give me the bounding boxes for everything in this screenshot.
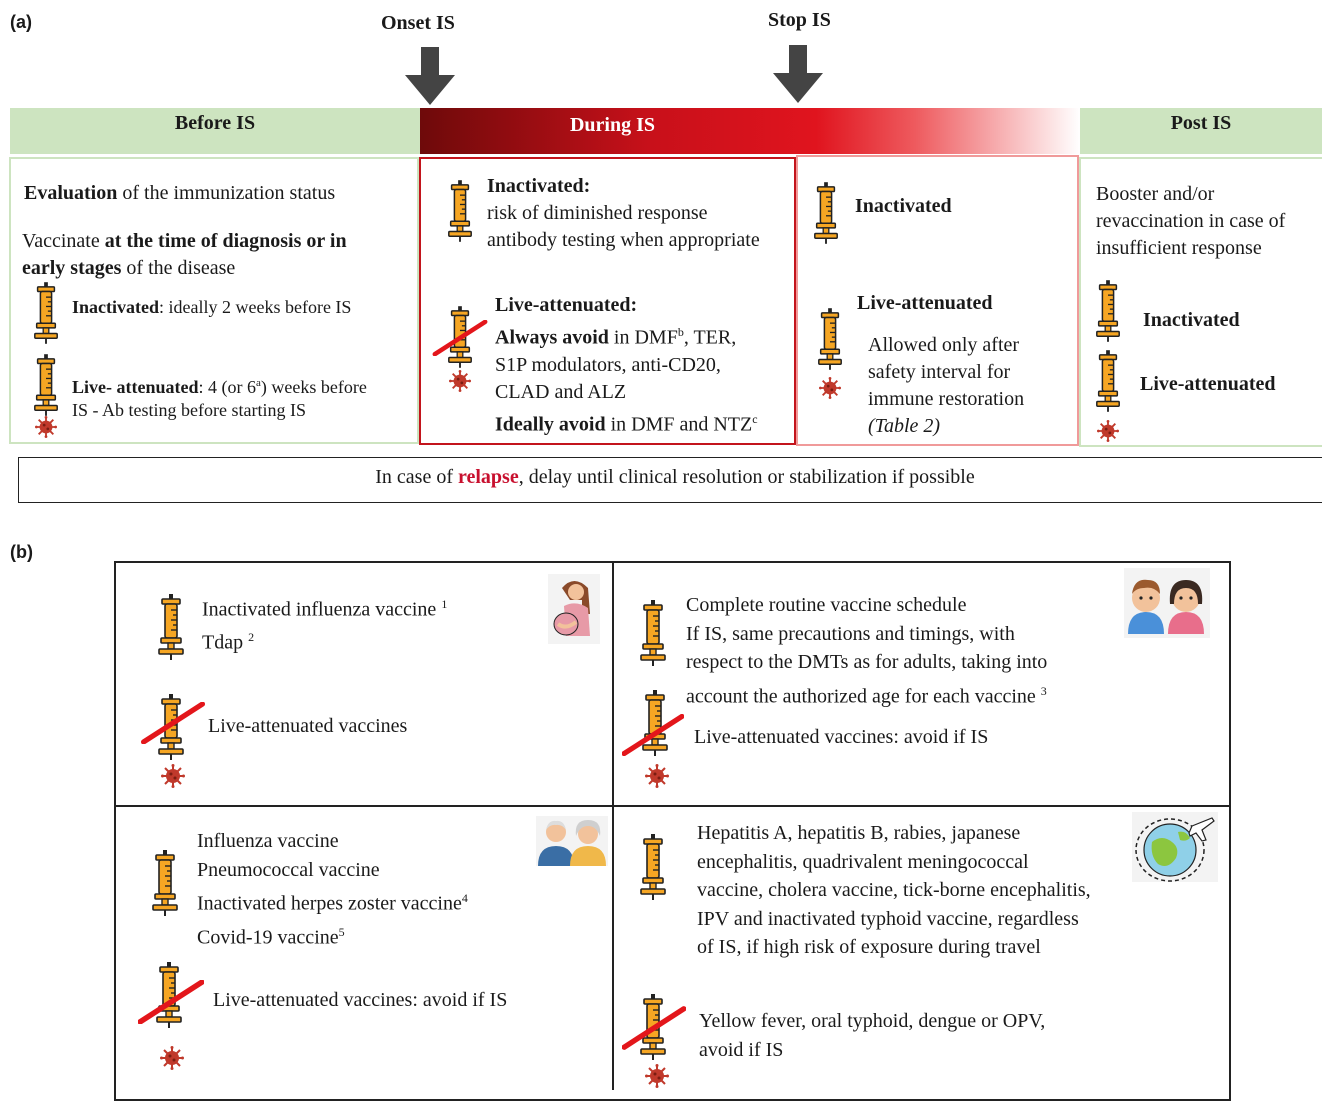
phase-during-label: During IS [569,114,656,136]
panel-a-label: (a) [10,12,32,32]
onset-arrow-icon [405,47,455,107]
cross-out-icon [138,980,204,1024]
syringe-icon [446,180,474,242]
grid-vertical-divider [612,562,614,1090]
cross-out-icon [430,320,490,356]
virus-icon [35,416,57,438]
virus-icon [161,764,185,788]
children-schedule-text: Complete routine vaccine schedule If IS,… [686,594,1048,708]
post-is-box [1079,157,1322,447]
stop-is-label: Stop IS [768,9,831,31]
syringe-icon [156,590,186,664]
virus-icon [645,1064,669,1088]
after-stop-box [796,155,1079,446]
children-icon [1124,568,1210,638]
virus-icon [449,370,471,392]
during-inactivated-text: Inactivated: risk of diminished response… [487,175,760,251]
elderly-live-text: Live-attenuated vaccines: avoid if IS [213,989,508,1011]
stop-live-label: Live-attenuated [857,292,993,314]
travel-live-text: Yellow fever, oral typhoid, dengue or OP… [699,1010,1046,1061]
syringe-icon [1094,280,1122,342]
post-live-label: Live-attenuated [1140,373,1276,395]
post-booster-text: Booster and/or revaccination in case of … [1096,183,1286,259]
travel-vaccines-text: Hepatitis A, hepatitis B, rabies, japane… [697,822,1091,958]
cross-out-icon [622,714,684,756]
elderly-couple-icon [536,816,608,866]
during-live-text: Live-attenuated: Always avoid in DMFb, T… [495,294,758,436]
syringe-icon [812,182,840,244]
syringe-icon [638,596,668,670]
syringe-icon [32,282,60,344]
syringe-icon [32,354,60,416]
evaluation-text: Evaluation of the immunization status [24,182,336,204]
cross-out-icon [622,1006,686,1050]
phase-post: Post IS [1080,108,1322,154]
syringe-icon [816,308,844,370]
vaccinate-text-line2: early stages of the disease [22,257,236,279]
grid-horizontal-divider [115,805,1229,807]
phase-before: Before IS [10,108,420,154]
phase-before-label: Before IS [174,112,256,134]
syringe-icon [150,846,180,920]
phase-during-gradient [420,108,1080,154]
phase-post-label: Post IS [1170,112,1232,134]
before-live-text: Live- attenuated: 4 (or 6a) weeks before… [72,377,367,420]
cross-out-icon [140,702,206,744]
elderly-vaccines-text: Influenza vaccine Pneumococcal vaccine I… [197,830,468,949]
before-is-box [9,157,419,444]
relapse-text: In case of relapse, delay until clinical… [375,466,975,488]
pregnant-woman-icon [548,574,600,644]
virus-icon [645,764,669,788]
relapse-box [18,457,1322,503]
pregnancy-live-text: Live-attenuated vaccines [208,715,408,737]
stop-live-text: Allowed only after safety interval for i… [868,334,1025,437]
stop-inactivated-label: Inactivated [855,195,952,217]
children-live-text: Live-attenuated vaccines: avoid if IS [694,726,989,748]
before-inactivated-text: Inactivated: ideally 2 weeks before IS [72,297,352,317]
during-is-box [419,157,796,445]
onset-is-label: Onset IS [381,12,455,34]
vaccinate-text: Vaccinate at the time of diagnosis or in [22,230,347,252]
syringe-icon [1094,350,1122,412]
panel-b-label: (b) [10,542,33,562]
virus-icon [1097,420,1119,442]
travel-globe-icon [1132,812,1218,882]
post-inactivated-label: Inactivated [1143,309,1240,331]
syringe-icon [638,830,668,904]
pregnancy-vaccines-text: Inactivated influenza vaccine 1 Tdap 2 [202,597,448,654]
virus-icon [819,377,841,399]
virus-icon [160,1046,184,1070]
stop-arrow-icon [773,45,823,105]
